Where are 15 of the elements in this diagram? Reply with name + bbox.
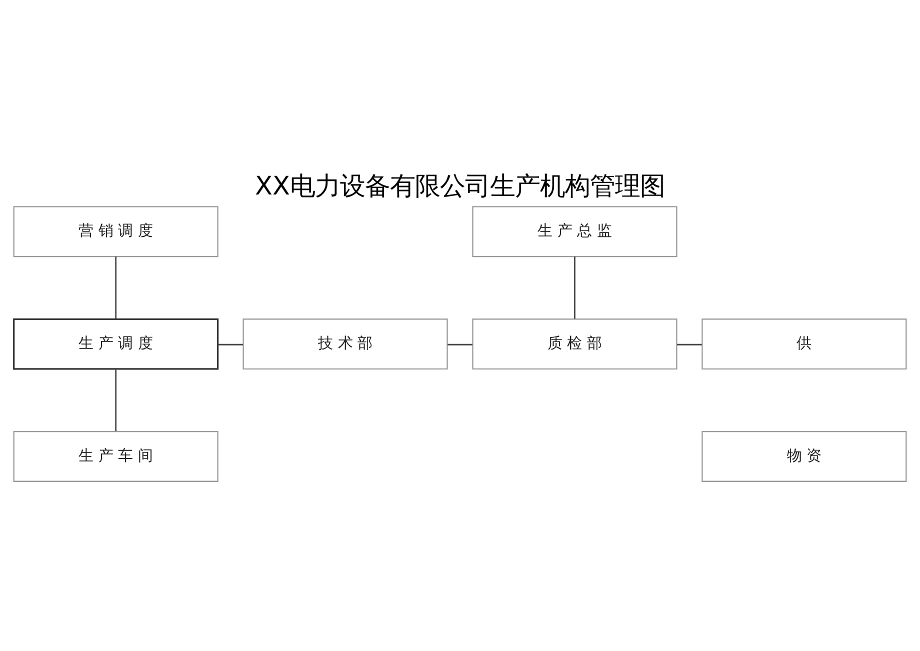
connector — [448, 344, 472, 346]
node-box: 营 销 调 度 — [13, 206, 218, 258]
node-box: 供 — [702, 318, 907, 370]
connector — [115, 256, 117, 319]
connector — [677, 344, 702, 346]
connector — [115, 369, 117, 432]
connector — [574, 256, 576, 319]
connector — [218, 344, 243, 346]
node-box: 生 产 总 监 — [472, 206, 678, 258]
diagram-title: XX电力设备有限公司生产机构管理图 — [255, 172, 665, 202]
node-box: 生 产 调 度 — [13, 318, 219, 370]
node-box: 生 产 车 间 — [13, 430, 218, 482]
node-box: 质 检 部 — [472, 318, 678, 370]
node-box: 技 术 部 — [242, 318, 448, 370]
node-box: 物 资 — [702, 430, 907, 482]
